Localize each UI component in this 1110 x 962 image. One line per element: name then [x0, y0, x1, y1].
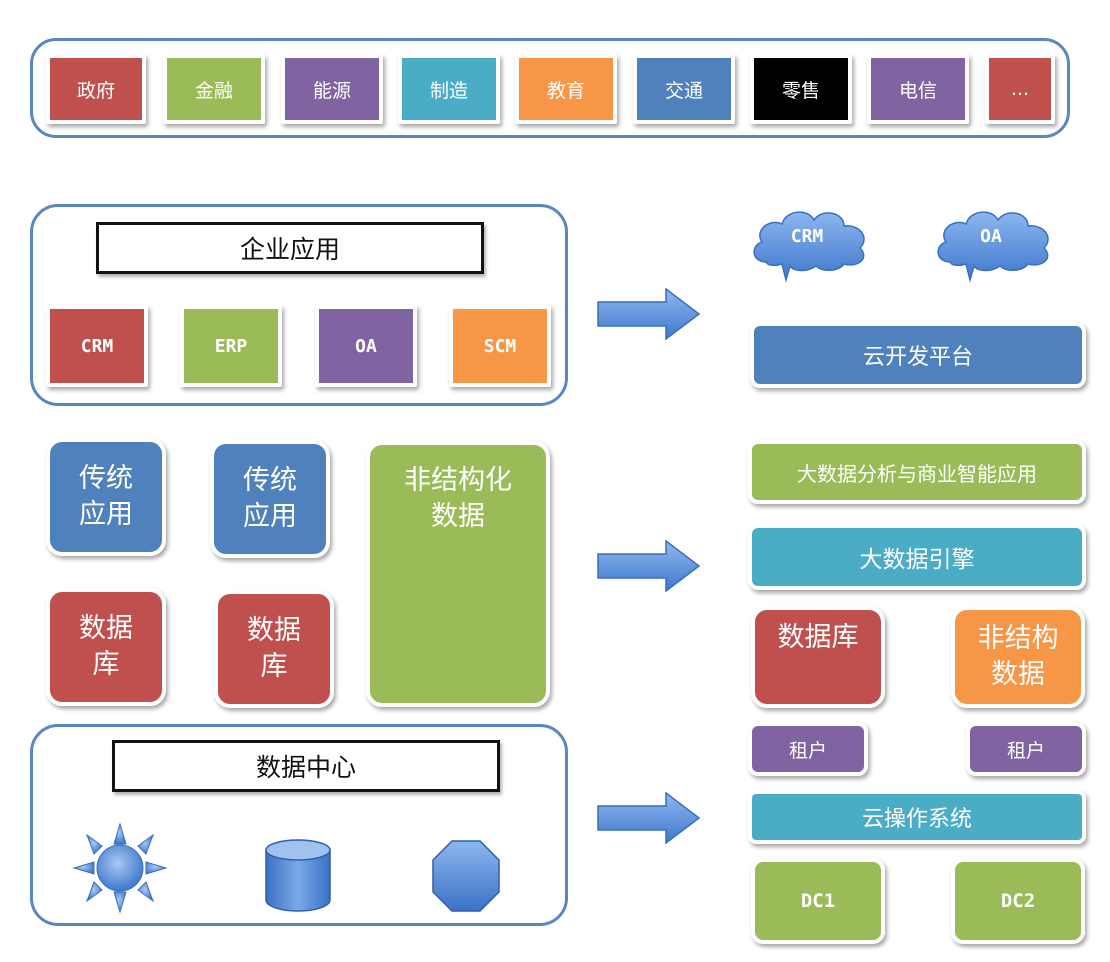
cloud-database: 数据库: [751, 606, 885, 708]
cloud-icon-oa: [937, 211, 1049, 283]
cylinder-icon: [265, 839, 331, 912]
database-1: 数据 库: [46, 588, 166, 706]
industry-manufacturing: 制造: [398, 54, 500, 124]
dc-2: DC2: [951, 858, 1085, 944]
app-oa: OA: [315, 305, 417, 387]
arrow-enterprise-to-cloud: [597, 287, 701, 341]
sun-icon: [72, 822, 168, 914]
cloud-dev-platform: 云开发平台: [750, 322, 1086, 388]
traditional-app-1: 传统 应用: [46, 438, 166, 556]
arrow-datacenter-to-cloudos: [597, 791, 701, 845]
cloud-label-oa: OA: [980, 226, 1002, 247]
cloud-icon-crm: [753, 211, 865, 283]
enterprise-title: 企业应用: [96, 222, 484, 274]
octagon-icon: [432, 840, 500, 912]
app-erp: ERP: [180, 305, 282, 387]
database-2: 数据 库: [214, 590, 334, 708]
datacenter-title: 数据中心: [112, 740, 500, 792]
bigdata-engine: 大数据引擎: [748, 524, 1086, 590]
tenant-2: 租户: [966, 722, 1086, 776]
industry-transport: 交通: [633, 54, 735, 124]
industry-energy: 能源: [281, 54, 383, 124]
cloud-label-crm: CRM: [790, 226, 824, 247]
dc-1: DC1: [751, 858, 885, 944]
tenant-1: 租户: [748, 722, 868, 776]
cloud-os: 云操作系统: [748, 790, 1086, 844]
industry-retail: 零售: [750, 54, 852, 124]
industry-telecom: 电信: [867, 54, 969, 124]
industry-education: 教育: [515, 54, 617, 124]
cloud-unstructured-data: 非结构 数据: [951, 606, 1085, 708]
arrow-data-to-bigdata: [597, 539, 701, 593]
app-scm: SCM: [449, 305, 551, 387]
traditional-app-2: 传统 应用: [210, 440, 330, 558]
industry-finance: 金融: [163, 54, 265, 124]
unstructured-data: 非结构化 数据: [366, 441, 550, 707]
app-crm: CRM: [46, 305, 148, 387]
industry-government: 政府: [46, 54, 146, 124]
industry-more: ...: [985, 54, 1055, 124]
bigdata-bi-app: 大数据分析与商业智能应用: [748, 440, 1086, 504]
